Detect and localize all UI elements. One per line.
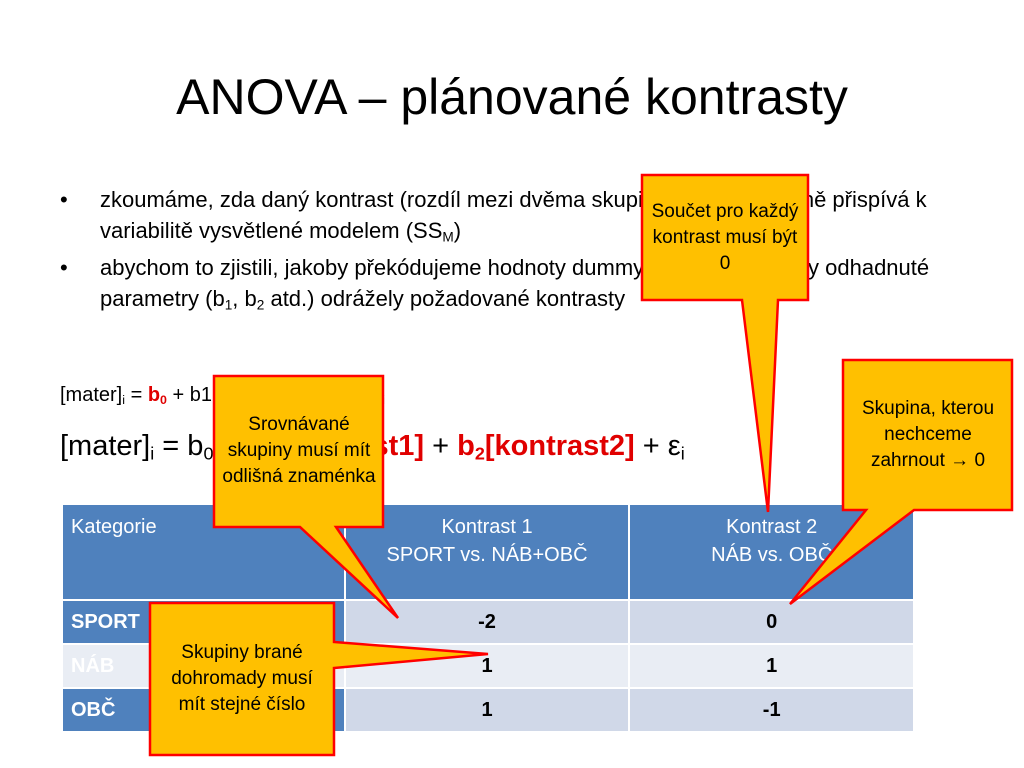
subscript: 1 [224, 297, 233, 313]
eq-b2-letter: b [457, 430, 475, 462]
eq-b0-letter: b [147, 384, 161, 406]
header-kontrast2: Kontrast 2 NÁB vs. OBČ [628, 503, 915, 601]
callout-excluded-group: Skupina, kterou nechceme zahrnout → 0 [861, 398, 995, 471]
eq-kontrast2: [kontrast2] [484, 430, 635, 462]
bullet-dot: • [60, 255, 68, 280]
header-label: Kontrast 2 [726, 516, 818, 538]
callout-sum-zero: Součet pro každý kontrast musí být 0 [651, 201, 799, 274]
eq-epsilon: + ε [634, 430, 681, 462]
slide-title: ANOVA – plánované kontrasty [176, 69, 848, 125]
eq-b0: = b [154, 430, 204, 462]
bullet-dot: • [60, 187, 68, 212]
cell-kontrast1: 1 [343, 687, 631, 733]
header-sublabel: NÁB vs. OBČ [711, 544, 833, 566]
callout-opposite-signs: Srovnávané skupiny musí mít odlišná znam… [222, 414, 376, 487]
subscript: M [442, 229, 454, 245]
bullet-text-end: atd.) odrážely požadované kontrasty [264, 286, 626, 311]
eq-lhs: [mater] [60, 384, 123, 406]
cell-kontrast2: 1 [628, 643, 915, 689]
subscript: 0 [160, 393, 167, 408]
eq-sign: = [125, 384, 148, 406]
cell-kontrast1: -2 [343, 599, 631, 645]
subscript: 2 [474, 443, 485, 464]
bullet-item-2: • abychom to zjistili, jakoby překódujem… [60, 252, 980, 314]
subscript: i [680, 443, 685, 464]
bullet-item-1: • zkoumáme, zda daný kontrast (rozdíl me… [60, 184, 980, 246]
eq-lhs: [mater] [60, 430, 151, 462]
eq-b0: b0 [148, 384, 167, 406]
subscript: 2 [256, 297, 265, 313]
bullet-text: zkoumáme, zda daný kontrast (rozdíl mezi… [100, 187, 927, 243]
callout-combined-groups: Skupiny brané dohromady musí mít stejné … [171, 642, 313, 715]
cell-kontrast1: 1 [343, 643, 631, 689]
subscript: i [150, 443, 155, 464]
header-sublabel: SPORT vs. NÁB+OBČ [386, 544, 588, 566]
bullet-list: • zkoumáme, zda daný kontrast (rozdíl me… [60, 184, 980, 320]
subscript: i [382, 393, 385, 408]
header-kontrast1: Kontrast 1 SPORT vs. NÁB+OBČ [343, 503, 631, 601]
table-header-row: Kategorie Kontrast 1 SPORT vs. NÁB+OBČ Ko… [61, 503, 915, 601]
cell-kontrast2: -1 [628, 687, 915, 733]
header-label: Kontrast 1 [441, 516, 533, 538]
header-label: Kategorie [71, 516, 157, 538]
bullet-text: , b [232, 286, 257, 311]
subscript: 0 [203, 443, 214, 464]
bullet-text-end: ) [453, 218, 462, 243]
eq-b2: b2[kontrast2] [457, 430, 635, 462]
subscript: i [122, 393, 126, 408]
eq-plus: + [424, 430, 458, 462]
cell-kontrast2: 0 [628, 599, 915, 645]
